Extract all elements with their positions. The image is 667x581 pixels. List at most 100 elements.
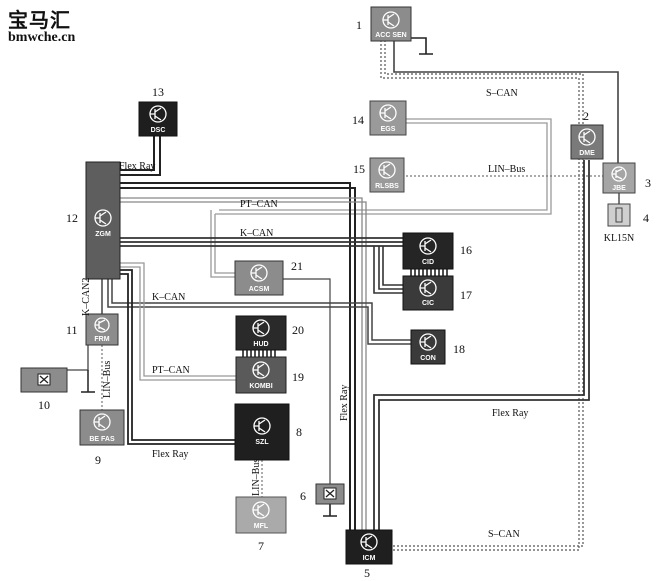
bus-label-lin-bus-right: LIN–Bus: [488, 164, 525, 175]
unit-label: FRM: [94, 336, 109, 343]
unit-numbers: 1 2 3 4 5 6 7 8 9 10 11 12 13 14 15 16 1…: [38, 18, 651, 580]
number-20: 20: [292, 323, 304, 337]
transistor-icon: [419, 237, 437, 255]
bus-label-flexray-right: Flex Ray: [492, 408, 528, 419]
transistor-icon: [382, 11, 400, 29]
transistor-icon: [379, 104, 397, 122]
bus-label-s-can-bottom: S–CAN: [488, 529, 520, 540]
watermark-logo: 宝马汇: [8, 8, 71, 32]
number-16: 16: [460, 243, 472, 257]
number-8: 8: [296, 425, 302, 439]
k-can-lower: [107, 279, 412, 345]
transistor-icon: [378, 161, 396, 179]
unit-label: CON: [420, 355, 436, 362]
transistor-icon: [250, 264, 268, 282]
number-1: 1: [356, 18, 362, 32]
bus-label-k-can2: K–CAN2: [81, 278, 92, 316]
number-21: 21: [291, 259, 303, 273]
unit-icm[interactable]: ICM: [345, 529, 393, 565]
number-17: 17: [460, 288, 472, 302]
unit-rlsbs[interactable]: RLSBS: [369, 157, 405, 193]
unit-label: MFL: [254, 523, 269, 530]
unit-label: ICM: [363, 555, 376, 562]
unit-be-fas[interactable]: BE FAS: [79, 409, 125, 446]
switch6-ground: [323, 504, 337, 517]
frm-switch10-line: [67, 345, 89, 371]
number-7: 7: [258, 539, 264, 553]
bus-label-k-can-lower: K–CAN: [152, 292, 185, 303]
s-can-bus: [380, 40, 584, 551]
unit-egs[interactable]: EGS: [369, 100, 407, 136]
bus-label-lin-bus-left: LIN–Bus: [102, 361, 113, 398]
cid-cic-link: [410, 269, 448, 276]
pt-can-zgm-icm: [118, 197, 367, 530]
acsm-pt-can: [210, 210, 236, 278]
egs-pt-can: [215, 118, 552, 215]
transistor-icon: [419, 333, 437, 351]
unit-kl15n[interactable]: KL15N: [604, 203, 635, 244]
number-14: 14: [352, 113, 364, 127]
unit-label: ACSM: [249, 286, 270, 293]
unit-dsc[interactable]: DSC: [138, 101, 178, 137]
dsc-flexray: [118, 136, 161, 176]
transistor-icon: [611, 166, 627, 182]
unit-dme[interactable]: DME: [570, 124, 604, 160]
cross-icon: [39, 375, 49, 384]
unit-mfl[interactable]: MFL: [235, 496, 287, 534]
unit-acsm[interactable]: ACSM: [234, 260, 284, 296]
bus-label-s-can-top: S–CAN: [486, 88, 518, 99]
control-units: ACC SEN DSC EGS RLSBS DME: [20, 6, 636, 565]
watermark-url: bmwche.cn: [8, 30, 76, 45]
number-12: 12: [66, 211, 78, 225]
unit-label: CIC: [422, 300, 434, 307]
unit-con[interactable]: CON: [410, 329, 446, 365]
unit-cid[interactable]: CID: [402, 232, 454, 270]
unit-zgm[interactable]: ZGM: [85, 161, 121, 280]
dme-flexray: [373, 160, 590, 530]
transistor-icon: [149, 105, 167, 123]
unit-kombi[interactable]: KOMBI: [235, 356, 287, 394]
transistor-icon: [252, 319, 270, 337]
transistor-icon: [93, 413, 111, 431]
unit-label: DME: [579, 150, 595, 157]
transistor-icon: [94, 209, 112, 227]
unit-switch-10[interactable]: [20, 367, 68, 393]
number-4: 4: [643, 211, 649, 225]
number-19: 19: [292, 370, 304, 384]
unit-jbe[interactable]: JBE: [602, 162, 636, 194]
acsm-switch6-line: [282, 278, 331, 484]
number-15: 15: [353, 162, 365, 176]
switch10-ground: [81, 370, 95, 393]
k-can-cic-branch: [373, 246, 404, 294]
number-10: 10: [38, 398, 50, 412]
unit-hud[interactable]: HUD: [235, 315, 287, 351]
unit-label: HUD: [253, 341, 268, 348]
pt-can-kombi: [118, 262, 236, 381]
unit-szl[interactable]: SZL: [234, 403, 290, 461]
unit-label: SZL: [255, 439, 269, 446]
bus-label-k-can-upper: K–CAN: [240, 228, 273, 239]
unit-cic[interactable]: CIC: [402, 275, 454, 311]
zgm-icm-flexray: [118, 182, 356, 530]
unit-label: KL15N: [604, 233, 635, 244]
unit-label: ZGM: [95, 231, 111, 238]
transistor-icon: [253, 417, 271, 435]
k-can-upper: [118, 237, 404, 247]
unit-label: EGS: [381, 126, 396, 133]
unit-label: CID: [422, 259, 434, 266]
unit-label: KOMBI: [249, 383, 272, 390]
wiring: [67, 37, 620, 551]
flexray-szl: [118, 269, 236, 445]
transistor-icon: [252, 501, 270, 519]
fuse-icon: [615, 207, 623, 223]
unit-acc-sen[interactable]: ACC SEN: [370, 6, 412, 42]
hud-kombi-link: [242, 350, 276, 357]
bus-label-lin-bus-mfl: LIN–Bus: [251, 459, 262, 496]
bus-label-flexray-top: Flex Ray: [119, 161, 155, 172]
number-11: 11: [66, 323, 78, 337]
unit-switch-6[interactable]: [315, 483, 345, 505]
number-5: 5: [364, 566, 370, 580]
number-3: 3: [645, 176, 651, 190]
number-6: 6: [300, 489, 306, 503]
unit-frm[interactable]: FRM: [85, 313, 119, 346]
